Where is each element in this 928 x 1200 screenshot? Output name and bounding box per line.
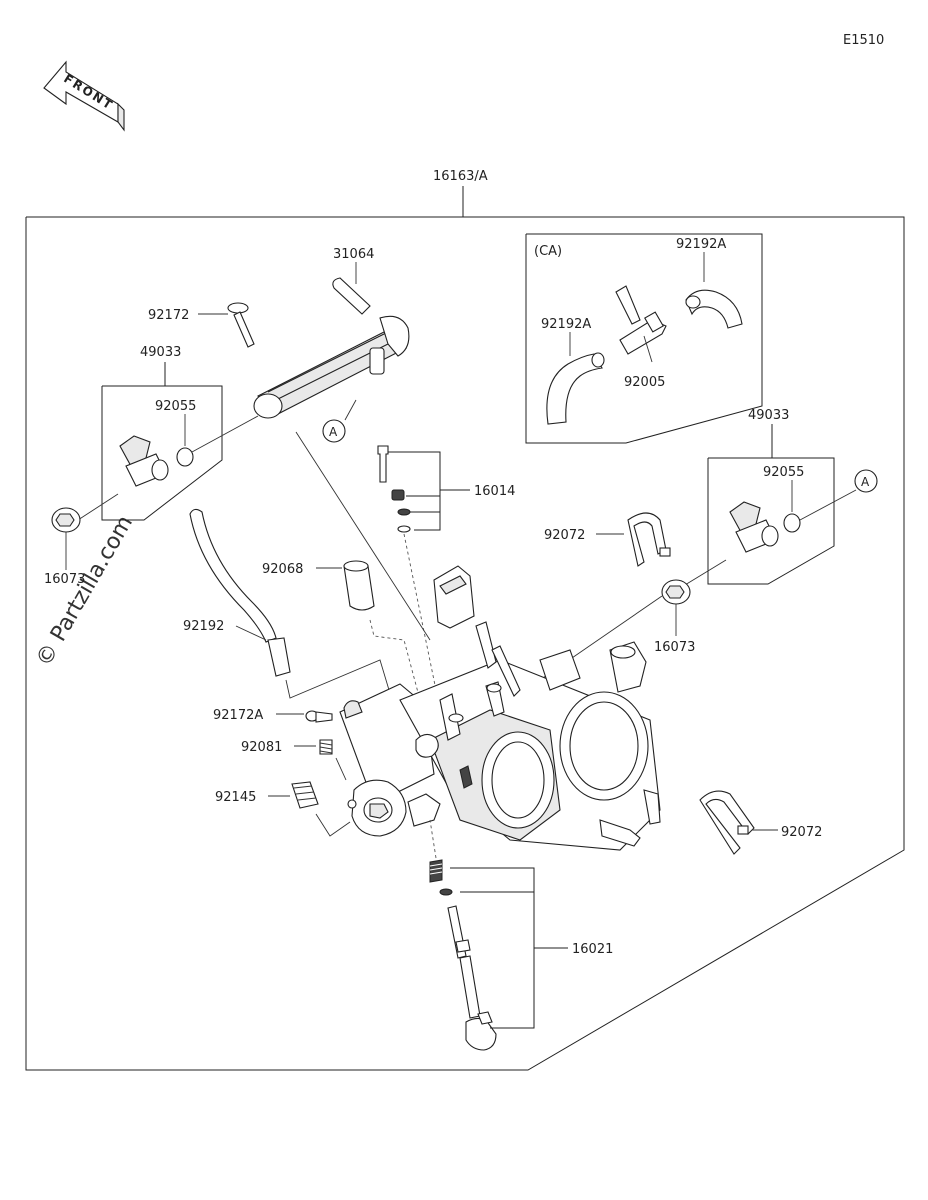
fitting-92005-icon	[615, 285, 667, 355]
throttle-sensor-connector-icon	[433, 565, 521, 697]
cap-92068-icon	[343, 560, 375, 611]
label-92192[interactable]: 92192	[183, 619, 224, 634]
svg-text:A: A	[861, 475, 870, 489]
assembly-frame	[25, 186, 905, 1071]
label-16014[interactable]: 16014	[474, 484, 515, 499]
seal-16073-right-icon	[661, 579, 691, 605]
spring-92081-icon	[319, 739, 333, 755]
label-92055-left[interactable]: 92055	[155, 399, 196, 414]
idle-screw-16021-icon	[429, 859, 497, 1051]
clamp-92072-right-icon	[699, 790, 755, 855]
label-16073-left[interactable]: 16073	[44, 572, 85, 587]
reference-a-left-marker: A	[322, 399, 357, 443]
hose-92192-icon	[189, 508, 291, 677]
screw-92172A-icon	[305, 710, 333, 723]
label-92072-right[interactable]: 92072	[781, 825, 822, 840]
label-92172[interactable]: 92172	[148, 308, 189, 323]
label-16073-right[interactable]: 16073	[654, 640, 695, 655]
bolt-92172-icon	[227, 302, 255, 348]
label-92172A[interactable]: 92172A	[213, 708, 263, 723]
hose-92192A-top-icon	[685, 289, 743, 329]
reference-a-right-marker: A	[799, 469, 878, 521]
label-49033-left[interactable]: 49033	[140, 345, 181, 360]
hose-92192A-left-icon	[546, 352, 605, 425]
label-16021[interactable]: 16021	[572, 942, 613, 957]
svg-text:A: A	[329, 425, 338, 439]
ca-label: (CA)	[534, 244, 562, 259]
washer-92055-right-icon	[783, 513, 801, 533]
watermark: © Partzilla.com	[32, 511, 139, 671]
front-arrow-icon: FRONT	[43, 60, 125, 132]
throttle-body-icon	[339, 641, 661, 851]
label-92005[interactable]: 92005	[624, 375, 665, 390]
label-92072-top[interactable]: 92072	[544, 528, 585, 543]
label-92145[interactable]: 92145	[215, 790, 256, 805]
label-assembly[interactable]: 16163/A	[433, 169, 488, 184]
label-92081[interactable]: 92081	[241, 740, 282, 755]
label-92055-right[interactable]: 92055	[763, 465, 804, 480]
label-31064[interactable]: 31064	[333, 247, 374, 262]
seal-16073-left-icon	[51, 507, 81, 533]
washer-92055-left-icon	[176, 447, 194, 467]
injector-left-icon	[119, 435, 169, 487]
clamp-92072-top-icon	[627, 512, 671, 567]
diagram-code: E1510	[843, 33, 884, 48]
ca-inset-box	[525, 233, 763, 444]
fuel-rail-31064-icon	[253, 277, 410, 419]
label-92192A-left[interactable]: 92192A	[541, 317, 591, 332]
sensor-parts-16014-icon	[377, 445, 411, 533]
spring-92145-icon	[291, 781, 319, 809]
injector-right-icon	[729, 501, 779, 553]
label-49033-right[interactable]: 49033	[748, 408, 789, 423]
label-92068[interactable]: 92068	[262, 562, 303, 577]
label-92192A-top[interactable]: 92192A	[676, 237, 726, 252]
